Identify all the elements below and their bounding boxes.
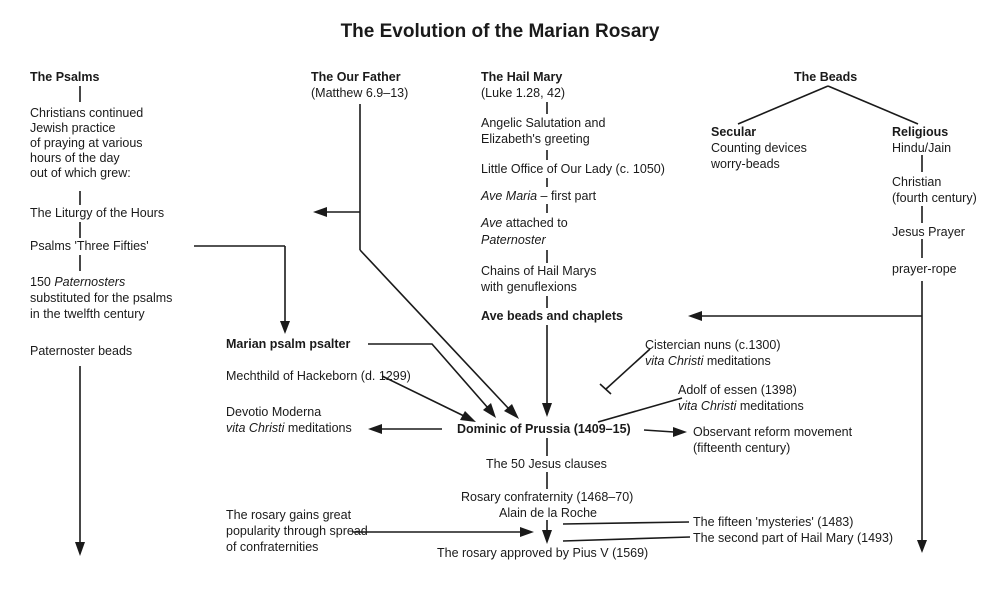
secular-line: worry-beads — [711, 157, 780, 171]
psalms-practice-line: out of which grew: — [30, 166, 131, 180]
popularity-arrowhead — [520, 527, 534, 537]
second-part-line — [562, 536, 691, 542]
popularity-line: The rosary gains great — [226, 508, 352, 522]
popularity-line: popularity through spread — [226, 524, 368, 538]
beads-heading: The Beads — [794, 70, 858, 84]
cistercian-vita-christi: vita Christi — [645, 354, 704, 368]
marian-psalm-psalter: Marian psalm psalter — [226, 337, 351, 351]
psalms-three-fifties: Psalms 'Three Fifties' — [30, 239, 149, 253]
liturgy-arrowhead — [313, 207, 327, 217]
observant-arrowhead — [673, 427, 687, 437]
devotio-moderna: Devotio Moderna — [226, 405, 322, 419]
dominic-of-prussia: Dominic of Prussia (1409–15) — [457, 422, 631, 436]
paternoster-beads: Paternoster beads — [30, 344, 133, 358]
ave-attached-rest: attached to — [502, 216, 568, 230]
our-father-to-dominic-line — [359, 249, 510, 410]
popularity-line: of confraternities — [226, 540, 319, 554]
observant-reform-line: (fifteenth century) — [693, 441, 791, 455]
chains-line: with genuflexions — [481, 280, 577, 294]
dominic-arrowhead-a — [504, 404, 519, 419]
psalms-practice-line: Christians continued — [30, 106, 144, 120]
psalms-practice-line: hours of the day — [30, 151, 120, 165]
our-father-heading: The Our Father — [311, 70, 401, 84]
psalms-practice-line: Jewish practice — [30, 121, 116, 135]
adolf-line — [597, 397, 683, 423]
rosary-approved: The rosary approved by Pius V (1569) — [437, 546, 649, 560]
chains-line: Chains of Hail Marys — [481, 264, 597, 278]
our-father-reference: (Matthew 6.9–13) — [311, 86, 409, 100]
ave-maria-line: Ave Maria – first part — [481, 189, 596, 204]
dominic-arrowhead-d — [460, 411, 476, 422]
cistercian-nuns: Cistercian nuns (c.1300) — [645, 338, 781, 352]
psalms-down-arrowhead — [75, 542, 85, 556]
devotio-vita-christi: vita Christi — [226, 421, 285, 435]
ave-beads-arrowhead — [688, 311, 702, 321]
prayer-rope: prayer-rope — [892, 262, 957, 276]
paternoster-term: Paternoster — [481, 233, 546, 247]
substituted-line: substituted for the psalms — [30, 291, 173, 305]
hindu-jain: Hindu/Jain — [892, 141, 952, 155]
beads-branch-line — [737, 85, 829, 125]
cistercian-line — [605, 348, 651, 390]
liturgy-of-hours: The Liturgy of the Hours — [30, 206, 165, 220]
religious-down-arrowhead — [917, 540, 927, 553]
rosary-confraternity: Rosary confraternity (1468–70) — [461, 490, 634, 504]
ave-attached-line: Ave attached to — [481, 216, 568, 231]
observant-reform-line: Observant reform movement — [693, 425, 853, 439]
ave-maria-term: Ave Maria — [481, 189, 538, 203]
paternosters-line: 150 Paternosters — [30, 275, 125, 290]
dominic-arrowhead-b — [542, 403, 552, 417]
adolf-of-essen: Adolf of essen (1398) — [678, 383, 797, 397]
ave-term: Ave — [481, 216, 503, 230]
cistercian-tick — [599, 383, 612, 395]
marian-psalter-arrowhead — [280, 321, 290, 334]
paternosters-number: 150 — [30, 275, 55, 289]
secular-heading: Secular — [711, 125, 757, 139]
little-office: Little Office of Our Lady (c. 1050) — [481, 162, 665, 176]
hail-mary-heading: The Hail Mary — [481, 70, 563, 84]
second-part-hail-mary: The second part of Hail Mary (1493) — [693, 531, 894, 545]
paternosters-word: Paternosters — [54, 275, 126, 289]
alain-de-la-roche: Alain de la Roche — [499, 506, 597, 520]
fifteen-mysteries: The fifteen 'mysteries' (1483) — [693, 515, 854, 529]
angelic-salutation-line: Angelic Salutation and — [481, 116, 606, 130]
jesus-clauses: The 50 Jesus clauses — [486, 457, 607, 471]
jesus-prayer: Jesus Prayer — [892, 225, 965, 239]
marian-psalter-line — [368, 343, 489, 409]
observant-line — [643, 429, 675, 433]
religious-heading: Religious — [892, 125, 949, 139]
dominic-arrowhead-c — [483, 403, 496, 418]
substituted-line: in the twelfth century — [30, 307, 145, 321]
adolf-vita-christi: vita Christi — [678, 399, 737, 413]
devotio-arrowhead — [368, 424, 382, 434]
adolf-meditations: vita Christi meditations — [678, 399, 804, 414]
psalms-practice-line: of praying at various — [30, 136, 143, 150]
ave-maria-rest: – first part — [537, 189, 597, 203]
ave-beads-chaplets: Ave beads and chaplets — [481, 309, 623, 323]
mechthild-line — [381, 375, 465, 417]
mysteries-line — [562, 521, 690, 525]
psalms-heading: The Psalms — [30, 70, 100, 84]
secular-line: Counting devices — [711, 141, 807, 155]
cistercian-meditations: vita Christi meditations — [645, 354, 771, 369]
devotio-meditations-word: meditations — [284, 421, 352, 435]
diagram-title: The Evolution of the Marian Rosary — [340, 21, 660, 42]
hail-mary-reference: (Luke 1.28, 42) — [481, 86, 566, 100]
christian-line: (fourth century) — [892, 191, 977, 205]
approved-arrowhead — [542, 530, 552, 544]
beads-branch-line — [827, 85, 919, 125]
mechthild-of-hackeborn: Mechthild of Hackeborn (d. 1299) — [226, 369, 411, 383]
angelic-salutation-line: Elizabeth's greeting — [481, 132, 590, 146]
adolf-meditations-word: meditations — [736, 399, 804, 413]
cistercian-meditations-word: meditations — [703, 354, 771, 368]
devotio-meditations: vita Christi meditations — [226, 421, 352, 436]
christian-line: Christian — [892, 175, 942, 189]
